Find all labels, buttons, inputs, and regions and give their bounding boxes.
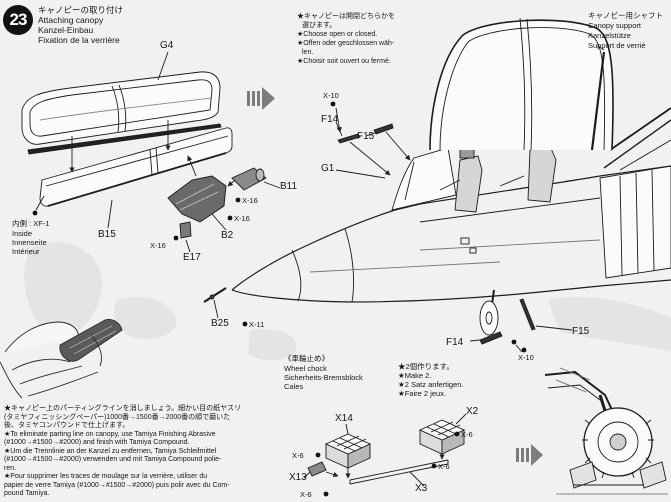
screw-label-x11: X-11 bbox=[249, 320, 265, 329]
part-label-b11: B11 bbox=[280, 181, 298, 192]
step-title-de: Kanzel-Einbau bbox=[38, 25, 94, 35]
canopy-support-strut bbox=[590, 51, 606, 151]
part-label-x3: X3 bbox=[415, 483, 428, 494]
part-b25 bbox=[203, 287, 227, 303]
canopy-choice-note-ja-cont: 選びます。 bbox=[302, 22, 337, 29]
wheel-chock-quantity-en: ★Make 2. bbox=[398, 371, 432, 380]
part-label-b25: B25 bbox=[211, 318, 229, 329]
interior-paint-note-en: Inside bbox=[12, 229, 33, 238]
step-arrow-icon-2 bbox=[516, 444, 543, 466]
parting-line-note-line: ★Um die Trennlinie an der Kanzel zu entf… bbox=[4, 447, 217, 455]
wheel-chock-parts bbox=[303, 413, 467, 487]
parting-line-note-line: ren. bbox=[4, 464, 17, 472]
part-label-b2: B2 bbox=[221, 230, 234, 241]
part-label-f14-upper: F14 bbox=[321, 114, 339, 125]
interior-paint-note-de: Innenseite bbox=[12, 238, 47, 247]
canopy-g4 bbox=[21, 71, 221, 145]
wheel-chock-heading-en: Wheel chock bbox=[284, 364, 327, 373]
part-f14-lower bbox=[479, 331, 503, 345]
part-label-g1: G1 bbox=[321, 163, 335, 174]
part-e17 bbox=[179, 221, 192, 239]
part-label-x2: X2 bbox=[466, 406, 479, 417]
parting-line-note-line: pound Tamiya. bbox=[4, 490, 50, 497]
part-f14-upper bbox=[337, 133, 361, 144]
part-label-f14-lower: F14 bbox=[446, 337, 464, 348]
screw-label-x6-d: X-6 bbox=[300, 490, 312, 499]
screw-label-x6-b: X-6 bbox=[292, 451, 304, 460]
parting-line-note-line: (#1000→#1500→#2000) verwenden und mit Ta… bbox=[4, 456, 222, 463]
part-label-x13: X13 bbox=[289, 472, 307, 483]
part-label-f15-upper: F15 bbox=[357, 131, 375, 142]
part-label-e17: E17 bbox=[183, 252, 201, 263]
part-label-x14: X14 bbox=[335, 413, 353, 424]
screw-markers-left bbox=[32, 197, 248, 327]
paper-show-through bbox=[24, 241, 671, 361]
canopy-frame-b15 bbox=[39, 127, 233, 207]
canopy-support-note-en: Canopy support bbox=[588, 21, 641, 30]
parting-line-note-line: ★To eliminate parting line on canopy, us… bbox=[4, 430, 216, 438]
parting-line-note-line: papier de verre Tamiya (#1000→#1500→#200… bbox=[4, 481, 230, 489]
screw-label-x16-b11: X-16 bbox=[242, 196, 258, 205]
interior-paint-note-ja: 内側 : XF-1 bbox=[12, 219, 50, 228]
wheel-chock-quantity-fr: ★Faire 2 jeux. bbox=[398, 389, 446, 398]
parting-line-note-line: (#1000→#1500→#2000) and finish with Tami… bbox=[4, 439, 190, 446]
canopy-support-note-de: Kanzelstütze bbox=[588, 31, 631, 40]
landing-gear-with-chocks bbox=[544, 367, 668, 495]
wheel-chock-heading-ja: 《車輪止め》 bbox=[284, 354, 329, 363]
canopy-choice-note-fr: ★Choisir soit ouvert ou fermé. bbox=[297, 58, 391, 65]
step-title-en: Attaching canopy bbox=[38, 15, 104, 25]
step-title-fr: Fixation de la verrière bbox=[38, 35, 120, 45]
part-label-f15-lower: F15 bbox=[572, 326, 590, 337]
aircraft-nose-illustration bbox=[231, 17, 671, 353]
screw-markers-aircraft bbox=[330, 101, 527, 353]
canopy-support-note-ja: キャノピー用シャフト bbox=[588, 11, 663, 20]
parting-line-note: ★キャノピー上のパーティングラインを消しましょう。細かい目の紙ヤスリ (タミヤフ… bbox=[4, 405, 266, 499]
screw-label-x10-upper: X-10 bbox=[323, 91, 339, 100]
wheel-chock-heading-fr: Cales bbox=[284, 382, 304, 391]
canopy-choice-note-de: ★Offen oder geschlossen wäh- bbox=[297, 40, 395, 47]
wheel-chock-quantity-ja: ★2個作ります。 bbox=[398, 362, 454, 371]
wheel-chock-heading-de: Sicherheits-Bremsblock bbox=[284, 373, 363, 382]
canopy-choice-note-ja: ★キャノピーは開閉どちらかを bbox=[297, 13, 395, 20]
step-number-badge: 23 bbox=[3, 5, 33, 35]
screw-label-x6-a: X-6 bbox=[461, 430, 473, 439]
screw-label-x16-b2: X-16 bbox=[234, 214, 250, 223]
canopy-support-note-fr: Support de verriè bbox=[588, 41, 646, 50]
parting-line-note-line: 後、タミヤコンパウンドで仕上げます。 bbox=[4, 422, 130, 429]
screw-label-x6-c: X-6 bbox=[438, 462, 450, 471]
hand-sanding-illustration bbox=[0, 319, 123, 399]
screw-markers-chock bbox=[315, 431, 460, 497]
part-b2 bbox=[167, 175, 227, 223]
parting-line-note-line: ★キャノピー上のパーティングラインを消しましょう。細かい目の紙ヤスリ bbox=[4, 405, 242, 412]
canopy-choice-note-de-cont: len. bbox=[302, 49, 314, 56]
step-arrow-icon bbox=[247, 87, 275, 110]
parting-line-note-line: (タミヤフィニッシングペーパー)1000番→1500番→2000番の順で磨いた bbox=[4, 413, 231, 421]
part-f15-lower bbox=[519, 298, 536, 331]
interior-paint-note-fr: Intérieur bbox=[12, 247, 40, 256]
screw-label-x10-lower: X-10 bbox=[518, 353, 534, 362]
canopy-parts-exploded bbox=[21, 51, 281, 319]
part-label-g4: G4 bbox=[160, 40, 174, 51]
step-title-ja: キャノピーの取り付け bbox=[38, 5, 124, 15]
parting-line-note-line: ★Pour supprimer les traces de moulage su… bbox=[4, 473, 208, 480]
canopy-choice-note-en: ★Choose open or closed. bbox=[297, 31, 378, 38]
wheel-chock-quantity-de: ★2 Satz anfertigen. bbox=[398, 380, 464, 389]
part-label-b15: B15 bbox=[98, 229, 116, 240]
screw-label-x16-e17: X-16 bbox=[150, 241, 166, 250]
